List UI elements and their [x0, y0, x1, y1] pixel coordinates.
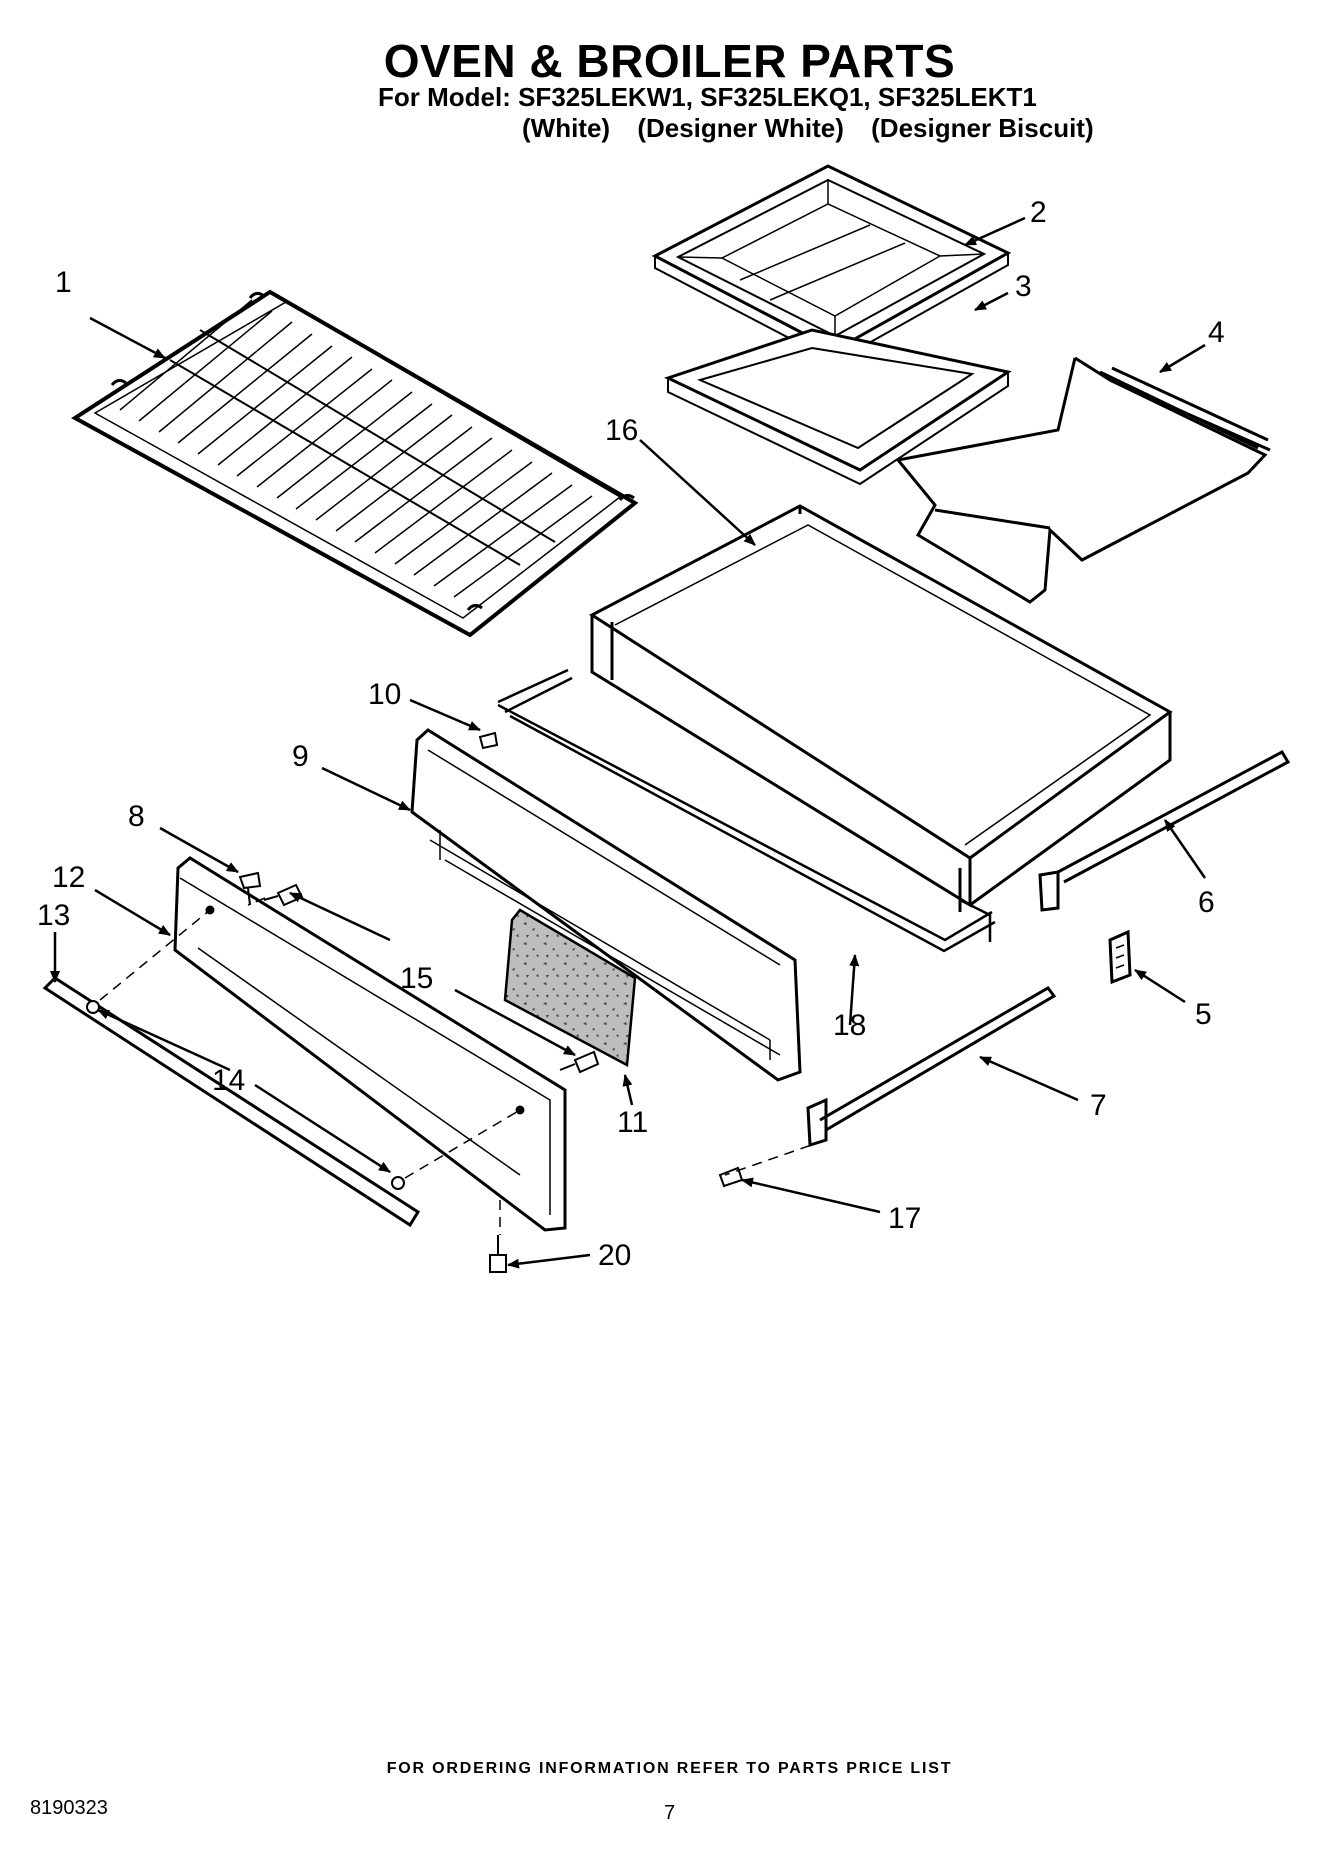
part-broiler-drawer: [589, 504, 1173, 912]
callout-16: 16: [605, 414, 638, 447]
part-spacer-14-right: [391, 1176, 405, 1190]
callout-4: 4: [1208, 316, 1225, 349]
part-screw-20: [489, 1235, 507, 1273]
part-trim-strip: [42, 976, 421, 1228]
part-inner-door-panel: [410, 728, 802, 1082]
part-pan-rack-support: [895, 356, 1271, 604]
finish-designer-biscuit: (Designer Biscuit): [871, 113, 1094, 143]
part-broiler-pan: [664, 328, 1012, 486]
callout-13: 13: [37, 899, 70, 932]
callout-17: 17: [888, 1202, 921, 1235]
finish-designer-white: (Designer White): [637, 113, 844, 143]
part-slide-clip: [1108, 929, 1132, 985]
callout-11: 11: [617, 1106, 648, 1139]
assembly-lines: [99, 897, 827, 1235]
callout-20: 20: [598, 1239, 631, 1272]
callout-8: 8: [128, 800, 145, 833]
finish-list: (White) (Designer White) (Designer Biscu…: [522, 113, 1114, 144]
part-spacer-14-left: [86, 1000, 100, 1014]
callout-3: 3: [1015, 270, 1032, 303]
callout-14: 14: [212, 1064, 245, 1097]
part-screw-8: [238, 871, 262, 906]
finish-white: (White): [522, 113, 611, 143]
part-oven-rack: [71, 289, 639, 638]
ordering-note: FOR ORDERING INFORMATION REFER TO PARTS …: [386, 1760, 953, 1777]
callout-12: 12: [52, 861, 85, 894]
callout-7: 7: [1090, 1089, 1107, 1122]
document-number: 8190323: [30, 1797, 108, 1819]
part-screw-10: [478, 731, 499, 750]
callout-15: 15: [400, 962, 433, 995]
model-list: For Model: SF325LEKW1, SF325LEKQ1, SF325…: [378, 82, 1037, 112]
callout-2: 2: [1030, 196, 1047, 229]
part-insulation: [503, 908, 637, 1067]
callout-6: 6: [1198, 886, 1215, 919]
part-drawer-front-panel: [173, 856, 567, 1232]
callout-18: 18: [833, 1009, 866, 1042]
part-drawer-front-frame: [497, 668, 996, 953]
part-slide-right: [1038, 750, 1291, 912]
page-title: OVEN & BROILER PARTS: [383, 35, 956, 87]
callout-numbers: 1 2 3 4 5 6 7 8 9 10 11 12 13 14 15 16 1…: [37, 196, 1225, 1272]
leader-lines: [50, 216, 1207, 1269]
callout-10: 10: [368, 678, 401, 711]
callout-1: 1: [55, 266, 72, 299]
callout-5: 5: [1195, 998, 1212, 1031]
page-number: 7: [663, 1802, 676, 1824]
callout-9: 9: [292, 740, 309, 773]
part-broiler-pan-insert: [651, 164, 1012, 364]
part-screw-15-lower: [559, 1050, 600, 1074]
